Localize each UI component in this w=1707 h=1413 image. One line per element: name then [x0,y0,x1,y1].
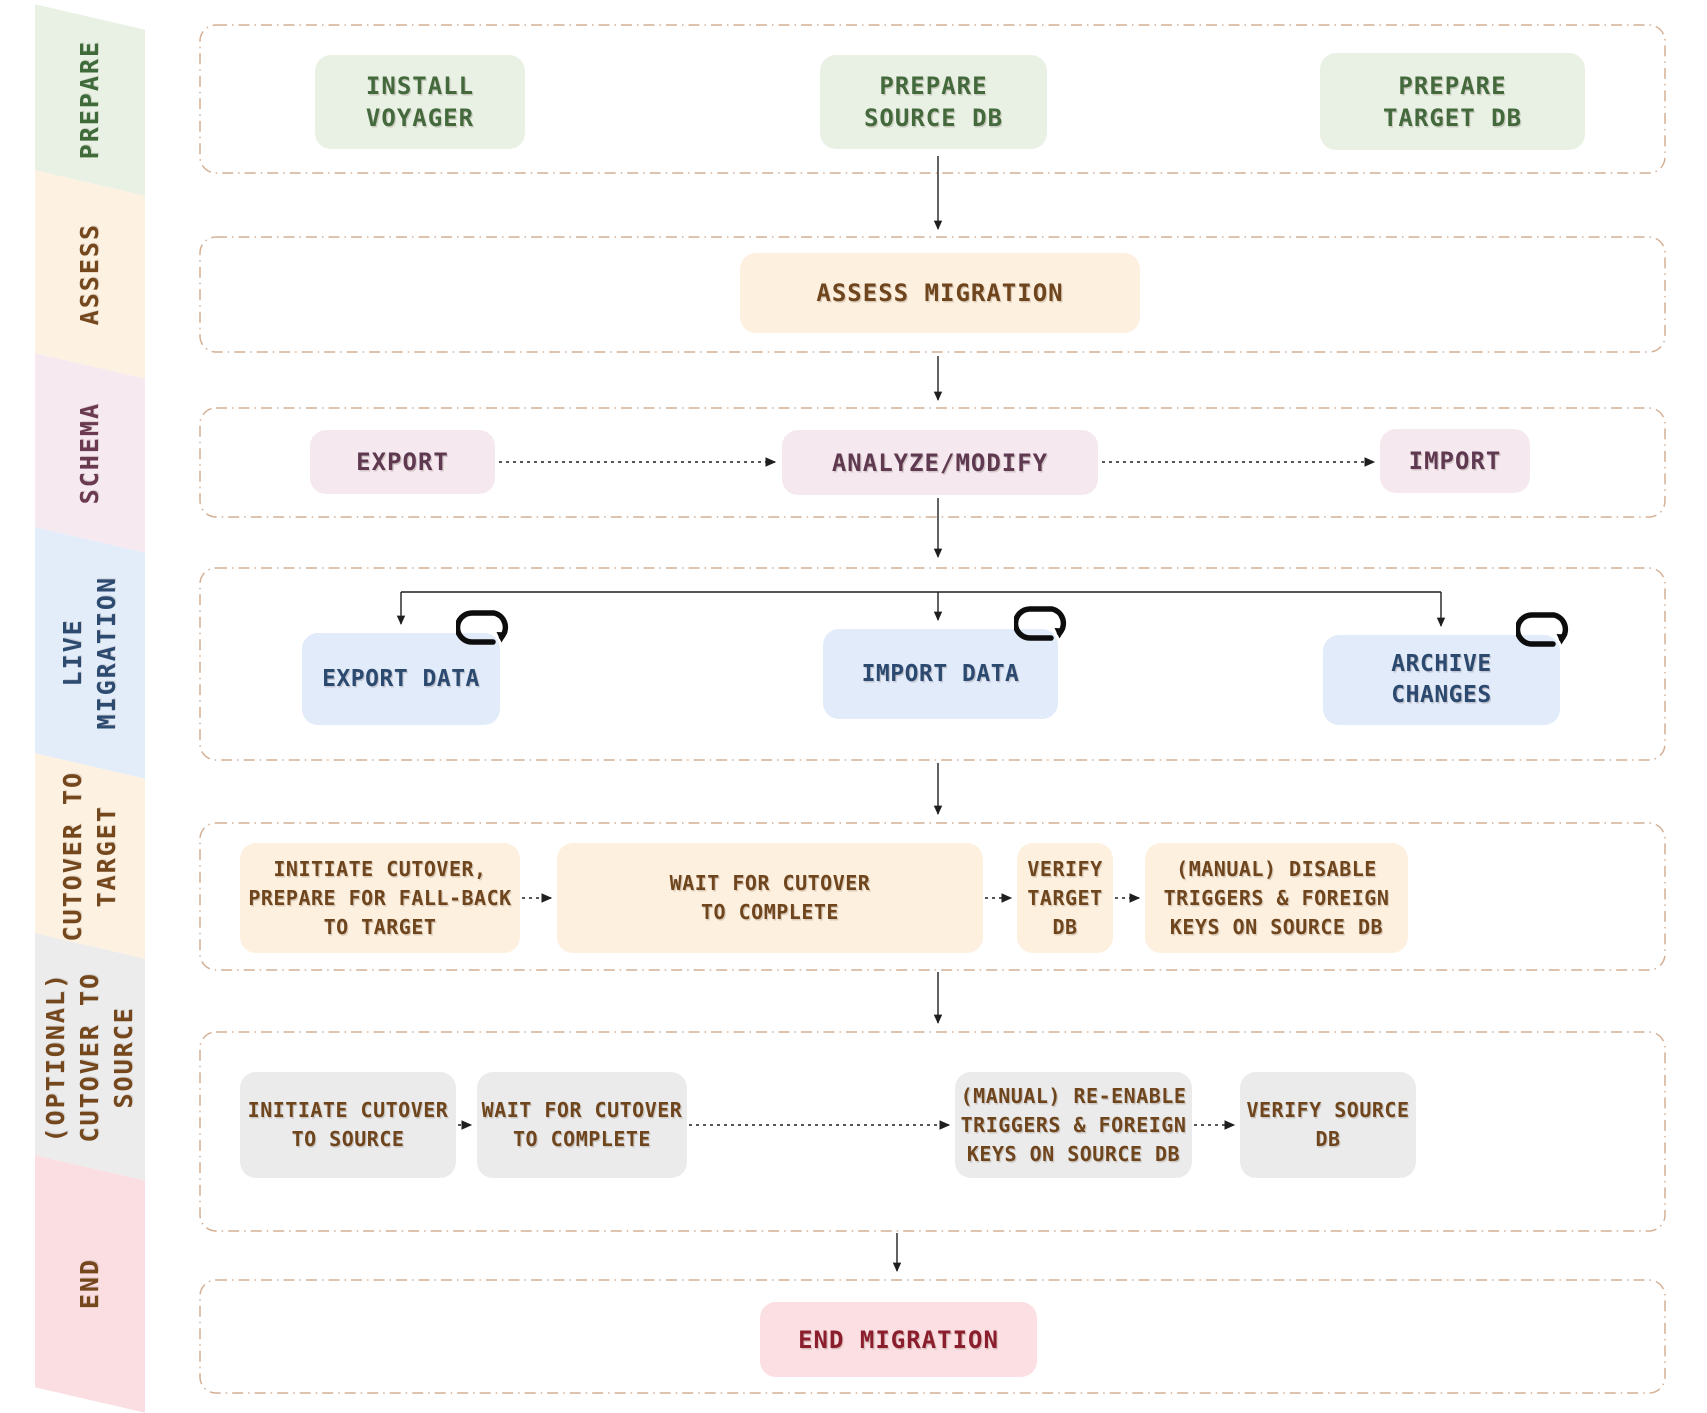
row-outline-end [199,1279,1666,1394]
node-end-migration: END MIGRATION [760,1302,1037,1377]
node-label: END MIGRATION [798,1325,999,1354]
stage-label: SCHEMA [75,401,104,505]
stage-assess: ASSESS [35,170,145,379]
flow-arrows [396,156,1446,1273]
stage-label: ASSESS [75,223,104,326]
node-label: WAIT FOR CUTOVER TO COMPLETE [481,1098,683,1151]
node-export-schema: EXPORT [310,430,495,494]
stage-label: PREPARE [75,40,104,160]
node-label: EXPORT [356,448,449,476]
node-install-voyager: INSTALL VOYAGER [315,55,525,149]
node-import-data: IMPORT DATA [823,606,1067,719]
node-initiate-cutover-source: INITIATE CUTOVER TO SOURCE [240,1072,456,1178]
stage-label: (OPTIONAL) CUTOVER TO SOURCE [41,971,138,1143]
node-label: (MANUAL) RE-ENABLE TRIGGERS & FOREIGN KE… [960,1083,1187,1166]
row-outline-live-migration [199,567,1666,761]
node-assess-migration: ASSESS MIGRATION [740,253,1140,333]
node-prepare-target-db: PREPARE TARGET DB [1320,53,1585,150]
node-wait-cutover-source: WAIT FOR CUTOVER TO COMPLETE [477,1072,687,1178]
node-label: PREPARE SOURCE DB [863,72,1004,132]
node-label: INSTALL VOYAGER [365,72,475,132]
node-label: ASSESS MIGRATION [816,279,1064,307]
row-outline-cutover-target [199,822,1666,971]
node-reenable-triggers-source-db: (MANUAL) RE-ENABLE TRIGGERS & FOREIGN KE… [955,1072,1192,1178]
repeat-loop-icon [1014,602,1070,646]
node-analyze-modify-schema: ANALYZE/MODIFY [782,430,1098,495]
node-label: PREPARE TARGET DB [1382,71,1523,132]
repeat-loop-icon [456,606,512,650]
node-label: WAIT FOR CUTOVER TO COMPLETE [669,871,871,924]
node-import-schema: IMPORT [1380,429,1530,493]
node-label: INITIATE CUTOVER TO SOURCE [247,1098,449,1151]
row-outline-prepare [199,24,1666,174]
stage-label: END [75,1258,104,1310]
node-label: (MANUAL) DISABLE TRIGGERS & FOREIGN KEYS… [1163,856,1390,939]
node-export-data: EXPORT DATA [302,610,509,725]
row-outline-schema [199,407,1666,518]
stage-end: END [35,1155,145,1413]
node-label: IMPORT [1408,447,1502,475]
stage-label: CUTOVER TO TARGET [58,770,121,942]
row-outline-assess [199,236,1666,353]
node-label: VERIFY TARGET DB [1027,856,1103,939]
node-verify-target-db: VERIFY TARGET DB [1017,843,1113,953]
stage-schema: SCHEMA [35,353,145,553]
stage-sidebar: PREPARE ASSESS SCHEMA LIVE MIGRATION CUT… [35,0,145,1413]
node-wait-cutover-target: WAIT FOR CUTOVER TO COMPLETE [557,843,983,953]
node-disable-triggers-source-db: (MANUAL) DISABLE TRIGGERS & FOREIGN KEYS… [1145,843,1408,953]
node-label: EXPORT DATA [322,665,480,692]
node-label: VERIFY SOURCE DB [1246,1098,1410,1151]
repeat-loop-icon [1516,608,1572,652]
stage-row-outlines [199,24,1666,1394]
stage-live-migration: LIVE MIGRATION [35,527,145,779]
node-archive-changes: ARCHIVE CHANGES [1323,612,1569,725]
stage-prepare: PREPARE [35,4,145,196]
node-verify-source-db: VERIFY SOURCE DB [1240,1072,1416,1178]
stage-cutover-to-target: CUTOVER TO TARGET [35,753,145,959]
stage-optional-cutover-to-source: (OPTIONAL) CUTOVER TO SOURCE [35,933,145,1181]
node-label: ARCHIVE CHANGES [1391,651,1492,708]
stage-label: LIVE MIGRATION [58,576,121,730]
node-label: INITIATE CUTOVER, PREPARE FOR FALL-BACK … [248,856,512,939]
row-outline-cutover-source [199,1031,1666,1232]
node-label: IMPORT DATA [861,660,1020,687]
node-label: ANALYZE/MODIFY [831,448,1049,477]
node-prepare-source-db: PREPARE SOURCE DB [820,55,1047,149]
node-initiate-cutover-target: INITIATE CUTOVER, PREPARE FOR FALL-BACK … [240,843,520,953]
